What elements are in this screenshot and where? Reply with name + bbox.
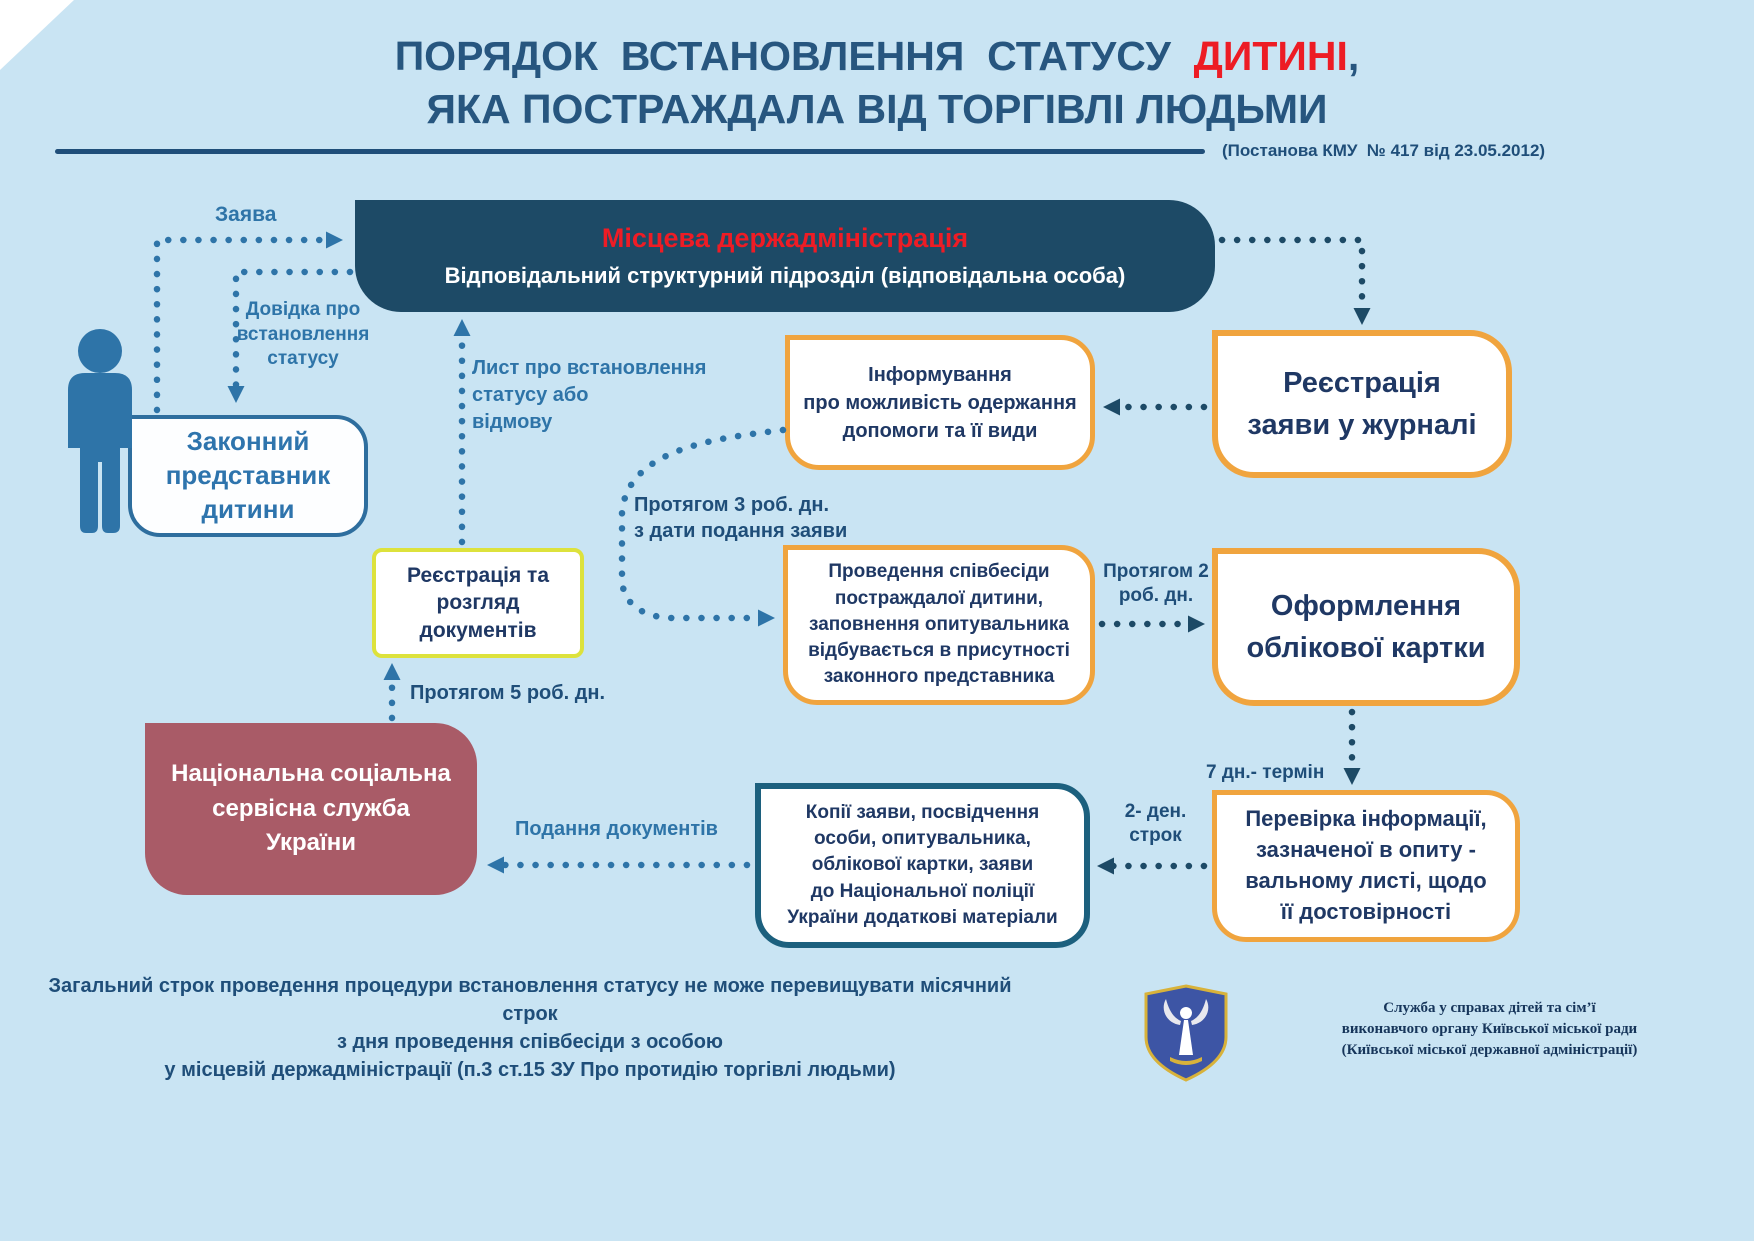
label-two-day-term: 2- ден. строк [1124, 801, 1187, 846]
person-body [68, 373, 132, 533]
emblem-figure-body [1179, 1020, 1193, 1055]
kyiv-coat-of-arms [1144, 984, 1228, 1082]
person-icon [68, 329, 132, 533]
label-application: Заява [215, 203, 277, 226]
decree-note: (Постанова КМУ № 417 від 23.05.2012) [1222, 141, 1546, 160]
title-underline [55, 149, 1205, 154]
legal-representative-label: Законний представник дитини [165, 426, 331, 524]
node-documents-registration: Реєстрація та розгляд документів [372, 548, 584, 658]
informing-label: Інформування про можливість одержання до… [803, 363, 1077, 442]
org-caption: Служба у справах дітей та сім’ї виконавч… [1341, 1000, 1638, 1058]
label-certificate: Довідка про встановлення статусу [236, 299, 370, 370]
node-local-administration: Місцева держадміністрація Відповідальний… [355, 200, 1215, 312]
interview-label: Проведення співбесіди постраждалої дитин… [808, 561, 1070, 688]
emblem-right-wing [1191, 999, 1209, 1025]
record-card-label: Оформлення облікової картки [1246, 589, 1486, 664]
title-text-2: , [1347, 33, 1360, 79]
node-document-copies: Копії заяви, посвідчення особи, опитувал… [755, 783, 1090, 948]
admin-title: Місцева держадміністрація [601, 223, 969, 253]
verification-label: Перевірка інформації, зазначеної в опиту… [1245, 806, 1487, 924]
admin-subtitle: Відповідальний структурний підрозділ (ві… [444, 263, 1126, 288]
label-within-3-days: Протягом 3 роб. дн. з дати подання заяви [634, 494, 848, 542]
node-informing: Інформування про можливість одержання до… [785, 335, 1095, 470]
journal-registration-label: Реєстрація заяви у журналі [1247, 366, 1477, 441]
document-copies-label: Копії заяви, посвідчення особи, опитувал… [787, 801, 1058, 928]
title-text-1: ПОРЯДОК ВСТАНОВЛЕННЯ СТАТУСУ [394, 33, 1194, 79]
title-line-1: ПОРЯДОК ВСТАНОВЛЕННЯ СТАТУСУ ДИТИНІ, [0, 30, 1754, 83]
label-within-2-days: Протягом 2 роб. дн. [1103, 561, 1209, 606]
emblem-figure-head [1180, 1007, 1192, 1019]
title-line-2: ЯКА ПОСТРАЖДАЛА ВІД ТОРГІВЛІ ЛЮДЬМИ [426, 86, 1328, 133]
label-within-5-days: Протягом 5 роб. дн. [410, 682, 606, 704]
label-submission: Подання документів [515, 818, 718, 840]
emblem-base [1170, 1057, 1202, 1065]
node-record-card: Оформлення облікової картки [1212, 548, 1520, 706]
page-corner-fold [0, 0, 74, 70]
title-highlight: ДИТИНІ [1193, 33, 1348, 79]
label-status-letter: Лист про встановлення статусу або відмов… [472, 357, 707, 433]
node-interview: Проведення співбесіди постраждалої дитин… [783, 545, 1095, 705]
label-seven-day-term: 7 дн.- термін [1206, 762, 1325, 783]
person-head [78, 329, 122, 373]
node-verification: Перевірка інформації, зазначеної в опиту… [1212, 790, 1520, 942]
node-legal-representative: Законний представник дитини [128, 415, 368, 537]
node-national-service: Національна соціальна сервісна служба Ук… [145, 723, 477, 895]
documents-registration-label: Реєстрація та розгляд документів [406, 564, 550, 642]
footer-note: Загальний строк проведення процедури вст… [48, 975, 1012, 1081]
page-title: ПОРЯДОК ВСТАНОВЛЕННЯ СТАТУСУ ДИТИНІ, ЯКА… [0, 30, 1754, 137]
arrow-admin-to-journal [1218, 236, 1371, 325]
node-journal-registration: Реєстрація заяви у журналі [1212, 330, 1512, 478]
national-service-label: Національна соціальна сервісна служба Ук… [171, 759, 451, 857]
emblem-left-wing [1163, 999, 1181, 1025]
